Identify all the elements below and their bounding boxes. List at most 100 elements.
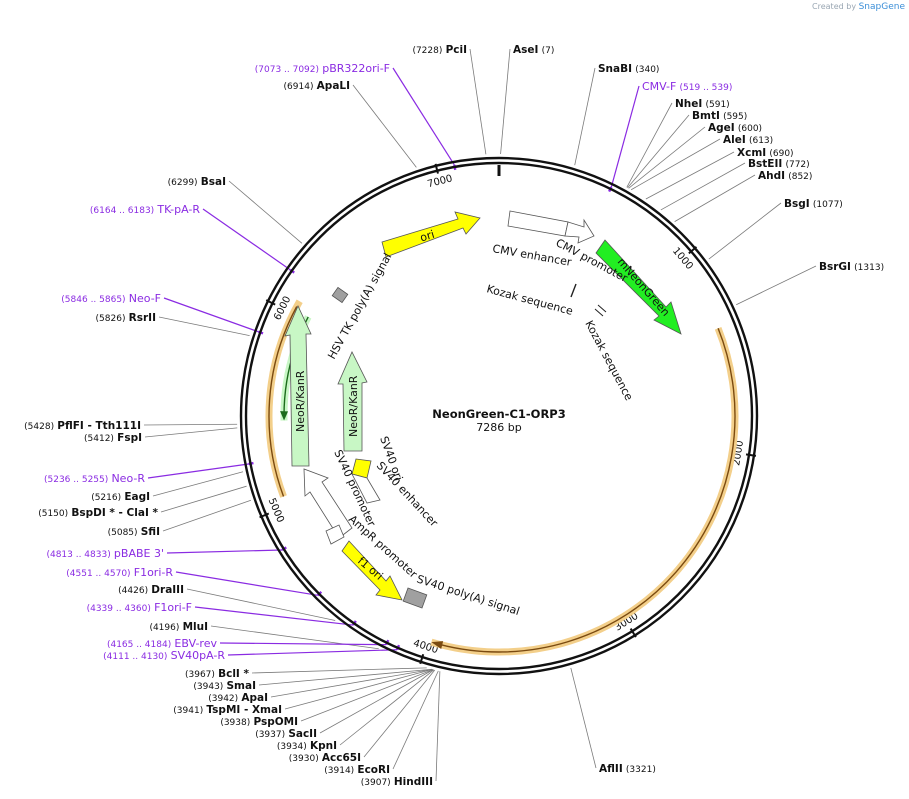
hindiii-leader: [435, 671, 441, 782]
asei-leader: [500, 48, 511, 155]
f1ori-r-primer-label[interactable]: (4551 .. 4570) F1ori-R: [66, 566, 173, 579]
tick-3000: [629, 628, 637, 638]
bsai-site-label[interactable]: (6299) BsaI: [168, 176, 226, 188]
bmti-site-label[interactable]: BmtI (595): [692, 110, 747, 122]
cmv-enhancer-feature[interactable]: [507, 210, 569, 237]
pbr322ori-f-primer-label[interactable]: (7073 .. 7092) pBR322ori-F: [255, 62, 390, 75]
fspi-leader: [144, 427, 238, 438]
sv40-polya-feature[interactable]: [402, 587, 428, 609]
tk-pa-r-primer-label[interactable]: (6164 .. 6183) TK-pA-R: [90, 203, 200, 216]
neo-arrowhead: [280, 411, 289, 421]
smai-leader: [258, 668, 433, 686]
xcmi-site-label[interactable]: XcmI (690): [737, 147, 794, 159]
kozak-mark-2: [594, 304, 607, 317]
sv40pa-r-primer-label[interactable]: (4111 .. 4130) SV40pA-R: [103, 649, 225, 662]
pbabe-3-leader: [166, 549, 283, 554]
eagi-leader: [152, 471, 244, 497]
sfii-site-label[interactable]: (5085) SfiI: [108, 526, 160, 538]
tspmi-xmai-site-label[interactable]: (3941) TspMI - XmaI: [173, 704, 282, 716]
bsgi-site-label[interactable]: BsgI (1077): [784, 198, 843, 210]
hsv-tk-polya-feature[interactable]: [331, 286, 349, 304]
asei-site-label[interactable]: AseI (7): [513, 44, 554, 56]
smai-site-label[interactable]: (3943) SmaI: [193, 680, 256, 692]
neo-r-primer-label[interactable]: (5236 .. 5255) Neo-R: [44, 472, 145, 485]
ebv-rev-primer-label[interactable]: (4165 .. 4184) EBV-rev: [107, 637, 218, 650]
bsteii-site-label[interactable]: BstEII (772): [748, 158, 810, 170]
tspmi-xmai-leader: [284, 669, 433, 710]
kpni-leader: [339, 669, 435, 746]
pcii-site-label[interactable]: (7228) PciI: [412, 44, 467, 56]
mneongreen-feature[interactable]: [595, 239, 682, 335]
kpni-site-label[interactable]: (3934) KpnI: [277, 740, 337, 752]
pbabe-3-primer-label[interactable]: (4813 .. 4833) pBABE 3': [46, 547, 164, 560]
bsrgi-leader: [736, 265, 817, 306]
pcii-leader: [469, 48, 487, 155]
sacii-site-label[interactable]: (3937) SacII: [255, 728, 317, 740]
backbone-inner: [244, 161, 754, 671]
pflfi-tth111i-leader: [143, 423, 238, 426]
acc65i-site-label[interactable]: (3930) Acc65I: [289, 752, 361, 764]
orp3-arc-core: [439, 328, 736, 653]
plasmid-name: NeonGreen-C1-ORP3: [432, 407, 565, 421]
rsrii-site-label[interactable]: (5826) RsrII: [96, 312, 156, 324]
snabi-leader: [574, 67, 596, 166]
f1-ori-feature[interactable]: [341, 540, 403, 601]
hindiii-site-label[interactable]: (3907) HindIII: [361, 776, 433, 788]
agei-leader: [628, 126, 706, 189]
neo-f-primer-label[interactable]: (5846 .. 5865) Neo-F: [61, 292, 161, 305]
nhei-site-label[interactable]: NheI (591): [675, 98, 730, 110]
aflii-site-label[interactable]: AflII (3321): [599, 763, 656, 775]
feature-arrows: [284, 210, 682, 609]
ecori-site-label[interactable]: (3914) EcoRI: [324, 764, 390, 776]
sv40-enhancer-feature[interactable]: [351, 473, 381, 504]
ampr-promoter-feature[interactable]: [325, 524, 345, 545]
ori-feature[interactable]: [381, 211, 481, 258]
snabi-site-label[interactable]: SnaBI (340): [598, 63, 659, 75]
agei-site-label[interactable]: AgeI (600): [708, 122, 762, 134]
bsrgi-site-label[interactable]: BsrGI (1313): [819, 261, 884, 273]
neor-kanr-outer-label: NeoR/KanR: [294, 370, 307, 432]
sacii-leader: [319, 669, 434, 734]
sfii-leader: [162, 499, 252, 532]
draiii-site-label[interactable]: (4426) DraIII: [118, 584, 184, 596]
tick-label-7000: 7000: [426, 173, 453, 190]
bsai-leader: [228, 180, 303, 244]
sv40-polya-label: SV40 poly(A) signal: [415, 572, 521, 618]
eagi-site-label[interactable]: (5216) EagI: [91, 491, 150, 503]
alei-site-label[interactable]: AleI (613): [723, 134, 773, 146]
cmv-f-primer-label[interactable]: CMV-F (519 .. 539): [642, 80, 732, 93]
ahdi-leader: [674, 174, 756, 222]
bcli-site-label[interactable]: (3967) BclI *: [185, 668, 250, 680]
bspdi-clai-leader: [160, 485, 247, 513]
neor-kanr-inner-feature[interactable]: [337, 351, 368, 452]
credit-brand: SnapGene: [858, 2, 905, 12]
apai-site-label[interactable]: (3942) ApaI: [208, 692, 268, 704]
aflii-leader: [570, 667, 597, 769]
apali-site-label[interactable]: (6914) ApaLI: [284, 80, 350, 92]
plasmid-length: 7286 bp: [476, 421, 521, 434]
bspdi-clai-site-label[interactable]: (5150) BspDI * - ClaI *: [38, 507, 158, 519]
tick-1000: [688, 246, 698, 255]
neo-r-leader: [147, 463, 249, 479]
fspi-site-label[interactable]: (5412) FspI: [84, 432, 142, 444]
tick-6000: [265, 299, 276, 306]
sv40-promoter-feature[interactable]: [303, 468, 353, 539]
pflfi-tth111i-site-label[interactable]: (5428) PflFI - Tth111I: [24, 420, 141, 432]
draiii-leader: [186, 588, 336, 621]
bsteii-leader: [660, 162, 746, 211]
tk-pa-r-leader: [202, 208, 291, 271]
f1ori-f-primer-label[interactable]: (4339 .. 4360) F1ori-F: [87, 601, 192, 614]
pspomi-site-label[interactable]: (3938) PspOMI: [220, 716, 298, 728]
ahdi-site-label[interactable]: AhdI (852): [758, 170, 812, 182]
tick-5000: [259, 512, 270, 519]
tick-4000: [419, 653, 425, 665]
pspomi-leader: [300, 669, 434, 722]
tick-2000: [745, 453, 757, 457]
neor-kanr-outer-feature[interactable]: [284, 305, 312, 467]
kozak-label-1: Kozak sequence: [485, 282, 574, 318]
hsv-tk-polya-label: HSV TK poly(A) signal: [325, 251, 394, 362]
mlui-site-label[interactable]: (4196) MluI: [149, 621, 208, 633]
cmv-promoter-feature[interactable]: [564, 218, 595, 244]
backbone-outer: [239, 156, 759, 676]
